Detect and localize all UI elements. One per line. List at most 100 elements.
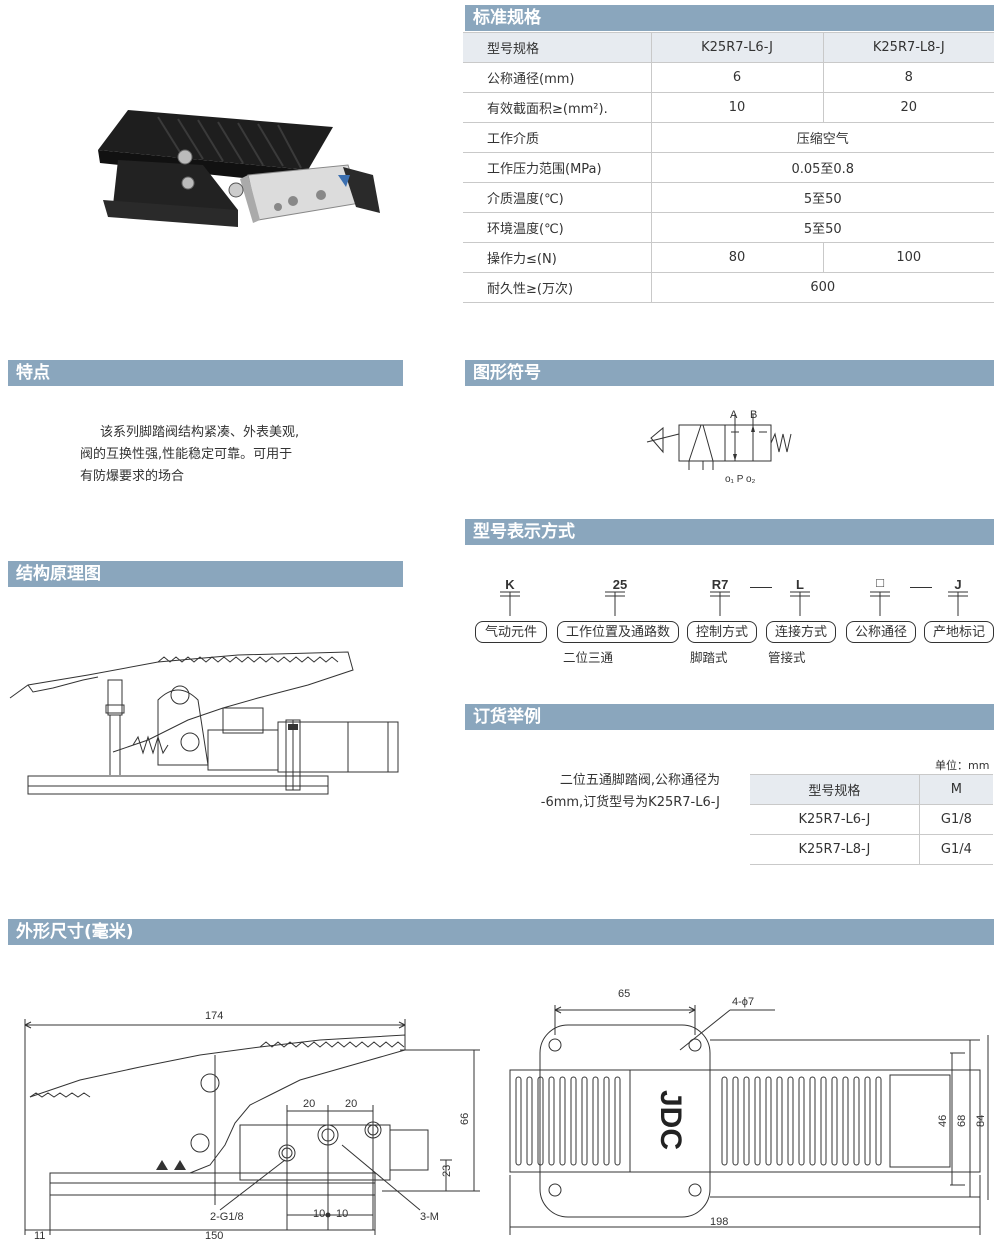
pedal-rib	[820, 1076, 827, 1166]
pedal-rib	[581, 1076, 588, 1166]
structure-header: 结构原理图	[8, 561, 403, 587]
code-box-connection: 连接方式	[766, 621, 836, 643]
spec-header-col1: K25R7-L6-J	[650, 32, 824, 63]
spec-row: 有效截面积≥(mm²). 10 20	[463, 92, 994, 123]
jdc-logo: JDC	[654, 1090, 687, 1150]
code-box-diameter: 公称通径	[846, 621, 916, 643]
spec-header-label: 型号规格	[463, 32, 651, 63]
spec-label: 工作压力范围(MPa)	[463, 152, 651, 183]
order-row: K25R7-L6-J G1/8	[750, 804, 993, 835]
dimensions-header: 外形尺寸(毫米)	[8, 919, 994, 945]
spec-table: 型号规格 K25R7-L6-J K25R7-L8-J 公称通径(mm) 6 8 …	[463, 32, 994, 303]
dim-68: 68	[956, 1115, 968, 1127]
pedal-rib	[853, 1076, 860, 1166]
code-connectors	[500, 591, 968, 616]
dim-174: 174	[205, 1010, 223, 1022]
ribs-left	[515, 1076, 621, 1166]
pedal-rib	[559, 1076, 566, 1166]
symbol-bottom-ports: o₁ P o₂	[725, 474, 756, 485]
spec-label: 环境温度(℃)	[463, 212, 651, 243]
spec-label: 公称通径(mm)	[463, 62, 651, 93]
pedal-rib	[743, 1076, 750, 1166]
specs-header: 标准规格	[465, 5, 994, 31]
pedal-rib	[875, 1076, 882, 1166]
code-note-control: 脚踏式	[690, 651, 728, 665]
pedal-rib	[787, 1076, 794, 1166]
pedal-rib	[603, 1076, 610, 1166]
order-line: -6mm,订货型号为K25R7-L6-J	[540, 795, 720, 810]
spec-header-col2: K25R7-L8-J	[822, 32, 994, 63]
code-l: L	[796, 577, 804, 592]
spec-row: 操作力≤(N) 80 100	[463, 242, 994, 273]
dim-66: 66	[459, 1113, 471, 1125]
valve-symbol: A B o₁ P o₂	[646, 409, 792, 485]
structure-diagram	[9, 651, 399, 795]
spec-value: 压缩空气	[650, 122, 994, 153]
code-box-origin: 产地标记	[924, 621, 994, 643]
dim-g18: 2-G1/8	[210, 1211, 244, 1223]
order-m: G1/8	[918, 804, 993, 835]
dim-20b: 20	[345, 1098, 357, 1110]
spec-label: 介质温度(℃)	[463, 182, 651, 213]
pedal-rib	[515, 1076, 522, 1166]
dim-23: 23	[441, 1165, 453, 1177]
pedal-rib	[548, 1076, 555, 1166]
order-table: 型号规格 M K25R7-L6-J G1/8 K25R7-L8-J G1/4	[750, 774, 993, 865]
pedal-rib	[732, 1076, 739, 1166]
spec-value: 100	[822, 242, 994, 273]
dim-150: 150	[205, 1230, 223, 1242]
order-header-m: M	[918, 774, 993, 805]
spec-value: 600	[650, 272, 994, 303]
order-header: 订货举例	[465, 704, 994, 730]
spec-row: 公称通径(mm) 6 8	[463, 62, 994, 93]
spec-label: 工作介质	[463, 122, 651, 153]
order-header-model: 型号规格	[750, 774, 920, 805]
spec-header-row: 型号规格 K25R7-L6-J K25R7-L8-J	[463, 32, 994, 63]
ribs-right	[721, 1076, 882, 1166]
code-box-component: 气动元件	[475, 621, 547, 643]
spec-value: 20	[822, 92, 994, 123]
code-box-position: 工作位置及通路数	[557, 621, 679, 643]
spec-row: 耐久性≥(万次) 600	[463, 272, 994, 303]
pedal-rib	[864, 1076, 871, 1166]
pedal-rib	[592, 1076, 599, 1166]
dim-10a: 10	[313, 1208, 325, 1220]
order-row: K25R7-L8-J G1/4	[750, 834, 993, 865]
spec-row: 工作介质 压缩空气	[463, 122, 994, 153]
spec-row: 介质温度(℃) 5至50	[463, 182, 994, 213]
order-text: 二位五通脚踏阀,公称通径为 -6mm,订货型号为K25R7-L6-J	[490, 770, 720, 814]
features-line: 该系列脚踏阀结构紧凑、外表美观,	[100, 425, 300, 440]
pedal-rib	[754, 1076, 761, 1166]
pedal-rib	[831, 1076, 838, 1166]
code-note-connection: 管接式	[768, 651, 806, 665]
pedal-rib	[765, 1076, 772, 1166]
pedal-rib	[570, 1076, 577, 1166]
spec-row: 环境温度(℃) 5至50	[463, 212, 994, 243]
side-view-drawing: 174 20 20 66 23 10 10 150 11 2-G1/8 3-M	[24, 1010, 480, 1242]
model-code-header: 型号表示方式	[465, 519, 994, 545]
pedal-rib	[721, 1076, 728, 1166]
order-model: K25R7-L6-J	[750, 804, 920, 835]
spec-value: 5至50	[650, 212, 994, 243]
code-dash	[910, 587, 932, 588]
order-model: K25R7-L8-J	[750, 834, 920, 865]
features-line: 有防爆要求的场合	[80, 469, 185, 484]
dim-3m: 3-M	[420, 1211, 439, 1223]
top-view-drawing: JDC 65 4-ϕ7 46 68 84 198	[509, 988, 989, 1235]
order-header-row: 型号规格 M	[750, 774, 993, 805]
spec-label: 耐久性≥(万次)	[463, 272, 651, 303]
pedal-rib	[537, 1076, 544, 1166]
symbol-port-b: B	[750, 409, 757, 421]
spec-value: 5至50	[650, 182, 994, 213]
features-header: 特点	[8, 360, 403, 386]
code-box-control: 控制方式	[687, 621, 757, 643]
pedal-rib	[842, 1076, 849, 1166]
code-r7: R7	[711, 577, 729, 592]
pedal-rib	[809, 1076, 816, 1166]
pedal-rib	[614, 1076, 621, 1166]
spec-value: 80	[650, 242, 824, 273]
product-photo	[98, 110, 380, 227]
order-m: G1/4	[918, 834, 993, 865]
spec-value: 6	[650, 62, 824, 93]
pedal-rib	[798, 1076, 805, 1166]
